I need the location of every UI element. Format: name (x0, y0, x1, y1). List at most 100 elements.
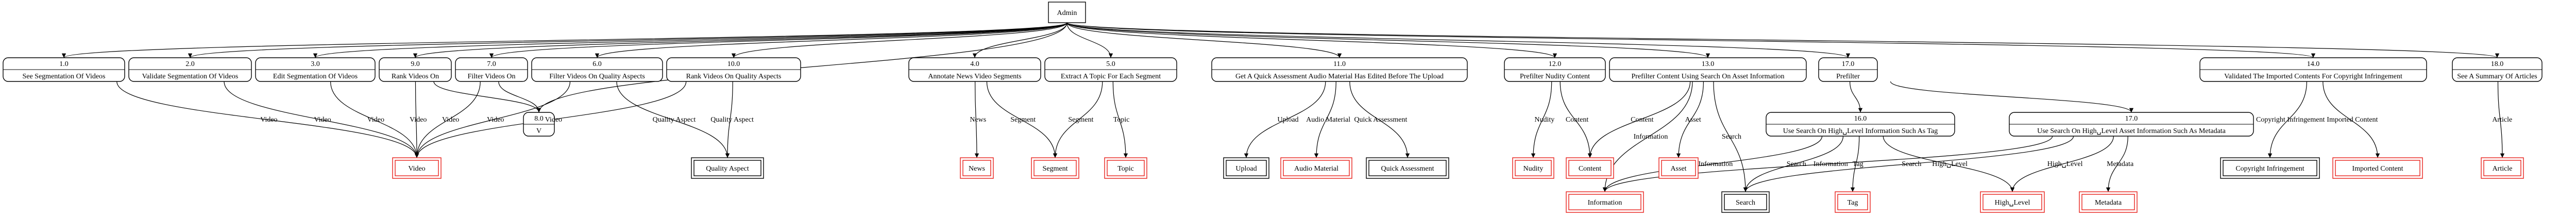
task-number: 17.0 (2125, 115, 2138, 123)
entity-label: Information (1588, 199, 1622, 207)
entity-label: Tag (1848, 199, 1858, 207)
task-label: See Segmentation Of Videos (22, 73, 105, 80)
entity-label: Content (1579, 165, 1601, 173)
entity-label: Nudity (1523, 165, 1544, 173)
edge-t2-to-video (224, 81, 419, 158)
task-label: Filter Videos On (467, 73, 515, 80)
entity-node-quick: Quick Assessment (1366, 157, 1449, 179)
edge-t16-to-information (1602, 136, 1823, 192)
task-number: 4.0 (970, 60, 979, 68)
edge-label: News (970, 116, 986, 124)
entity-node-search: Search (1721, 191, 1770, 213)
entity-label: Audio Material (1294, 165, 1338, 173)
edge-t17b-to-highlevel (2010, 136, 2114, 192)
edge-t18-to-article (2497, 81, 2505, 158)
entity-label: Segment (1043, 165, 1068, 173)
edge-t12-to-nudity (1531, 81, 1552, 158)
edge-t16-to-tag (1850, 136, 1860, 192)
entity-node-tag: Tag (1835, 191, 1871, 213)
edge-t6-to-video (414, 81, 571, 158)
task-number: 11.0 (1333, 60, 1346, 68)
edge-root-to-t4 (972, 22, 1067, 58)
edge-t7-to-video (414, 81, 481, 158)
task-label: Rank Videos On Quality Aspects (686, 73, 782, 80)
edge-label: Content (1566, 116, 1588, 124)
edge-t12-to-content (1560, 81, 1592, 158)
edge-root-to-t12 (1066, 22, 1557, 58)
edge-t16-to-highlevel (1883, 136, 2015, 192)
entity-node-upload: Upload (1223, 157, 1269, 179)
root-node-admin: Admin (1048, 2, 1086, 23)
edge-t13-to-asset (1676, 81, 1704, 158)
entity-label: Topic (1117, 165, 1134, 173)
entity-label: Quality Aspect (706, 165, 749, 173)
entity-label: Search (1736, 199, 1755, 207)
edge-t14-to-copyright (2267, 81, 2307, 158)
entity-label: Asset (1670, 165, 1686, 173)
edge-label: High␣Level (1932, 160, 1968, 168)
task-number: 10.0 (727, 60, 740, 68)
task-node-t8: 8.0V (523, 112, 555, 137)
edge-label: Video (545, 116, 562, 124)
edge-label: Video (260, 116, 277, 124)
edge-label: Topic (1113, 116, 1130, 124)
task-number: 2.0 (185, 60, 195, 68)
entity-node-topic: Topic (1104, 157, 1147, 179)
task-number: 3.0 (311, 60, 320, 68)
edge-label: Search (1787, 160, 1806, 168)
edge-root-to-t5 (1066, 22, 1113, 58)
edge-label: Search (1722, 133, 1741, 141)
edge-label: Content (1631, 116, 1653, 124)
edge-t6-to-quality (616, 81, 730, 158)
entity-node-article: Article (2481, 157, 2524, 179)
task-label: Filter Videos On Quality Aspects (549, 73, 645, 80)
entity-node-quality: Quality Aspect (691, 157, 764, 179)
edge-label: Copyright Infringement (2256, 116, 2325, 124)
task-number: 13.0 (1702, 60, 1715, 68)
edge-t5-to-topic (1112, 81, 1128, 158)
edge-label: Information (1698, 160, 1733, 168)
edge-t3-to-video (330, 81, 419, 158)
edge-label: Video (367, 116, 384, 124)
entity-node-news: News (960, 157, 994, 179)
entity-node-asset: Asset (1658, 157, 1699, 179)
task-number: 8.0 (534, 115, 544, 123)
edge-t9-to-video (414, 81, 419, 158)
entity-label: Copyright Infringement (2235, 165, 2304, 173)
entity-node-video: Video (392, 157, 442, 179)
task-label: Annotate News Video Segments (928, 73, 1021, 80)
task-number: 1.0 (59, 60, 69, 68)
task-number: 18.0 (2491, 60, 2504, 68)
edge-label: Search (1902, 160, 1921, 168)
edge-root-to-t18 (1066, 22, 2499, 58)
edge-t13-to-search (1713, 81, 1748, 192)
edge-root-to-t6 (595, 22, 1067, 58)
edge-label: Nudity (1534, 116, 1554, 124)
edge-label: Video (487, 116, 504, 124)
task-number: 16.0 (1854, 115, 1867, 123)
task-number: 9.0 (411, 60, 420, 68)
edge-root-to-t3 (313, 22, 1067, 58)
entity-node-segment: Segment (1031, 157, 1079, 179)
edge-t13-to-content (1587, 81, 1691, 158)
task-number: 17.0 (1842, 60, 1855, 68)
edge-t17-to-t16 (1850, 81, 1863, 113)
edge-label: Segment (1068, 116, 1093, 124)
entity-node-highlevel: High␣Level (1980, 191, 2045, 213)
edge-label: Audio Material (1306, 116, 1350, 124)
task-label: Extract A Topic For Each Segment (1061, 73, 1161, 80)
entity-node-imported: Imported Content (2332, 157, 2423, 179)
edge-root-to-t10 (731, 22, 1067, 58)
task-label: Validated The Imported Contents For Copy… (2224, 73, 2402, 80)
edge-t14-to-imported (2323, 81, 2380, 158)
edge-label: Quality Aspect (653, 116, 696, 124)
edge-root-to-t1 (62, 22, 1067, 58)
